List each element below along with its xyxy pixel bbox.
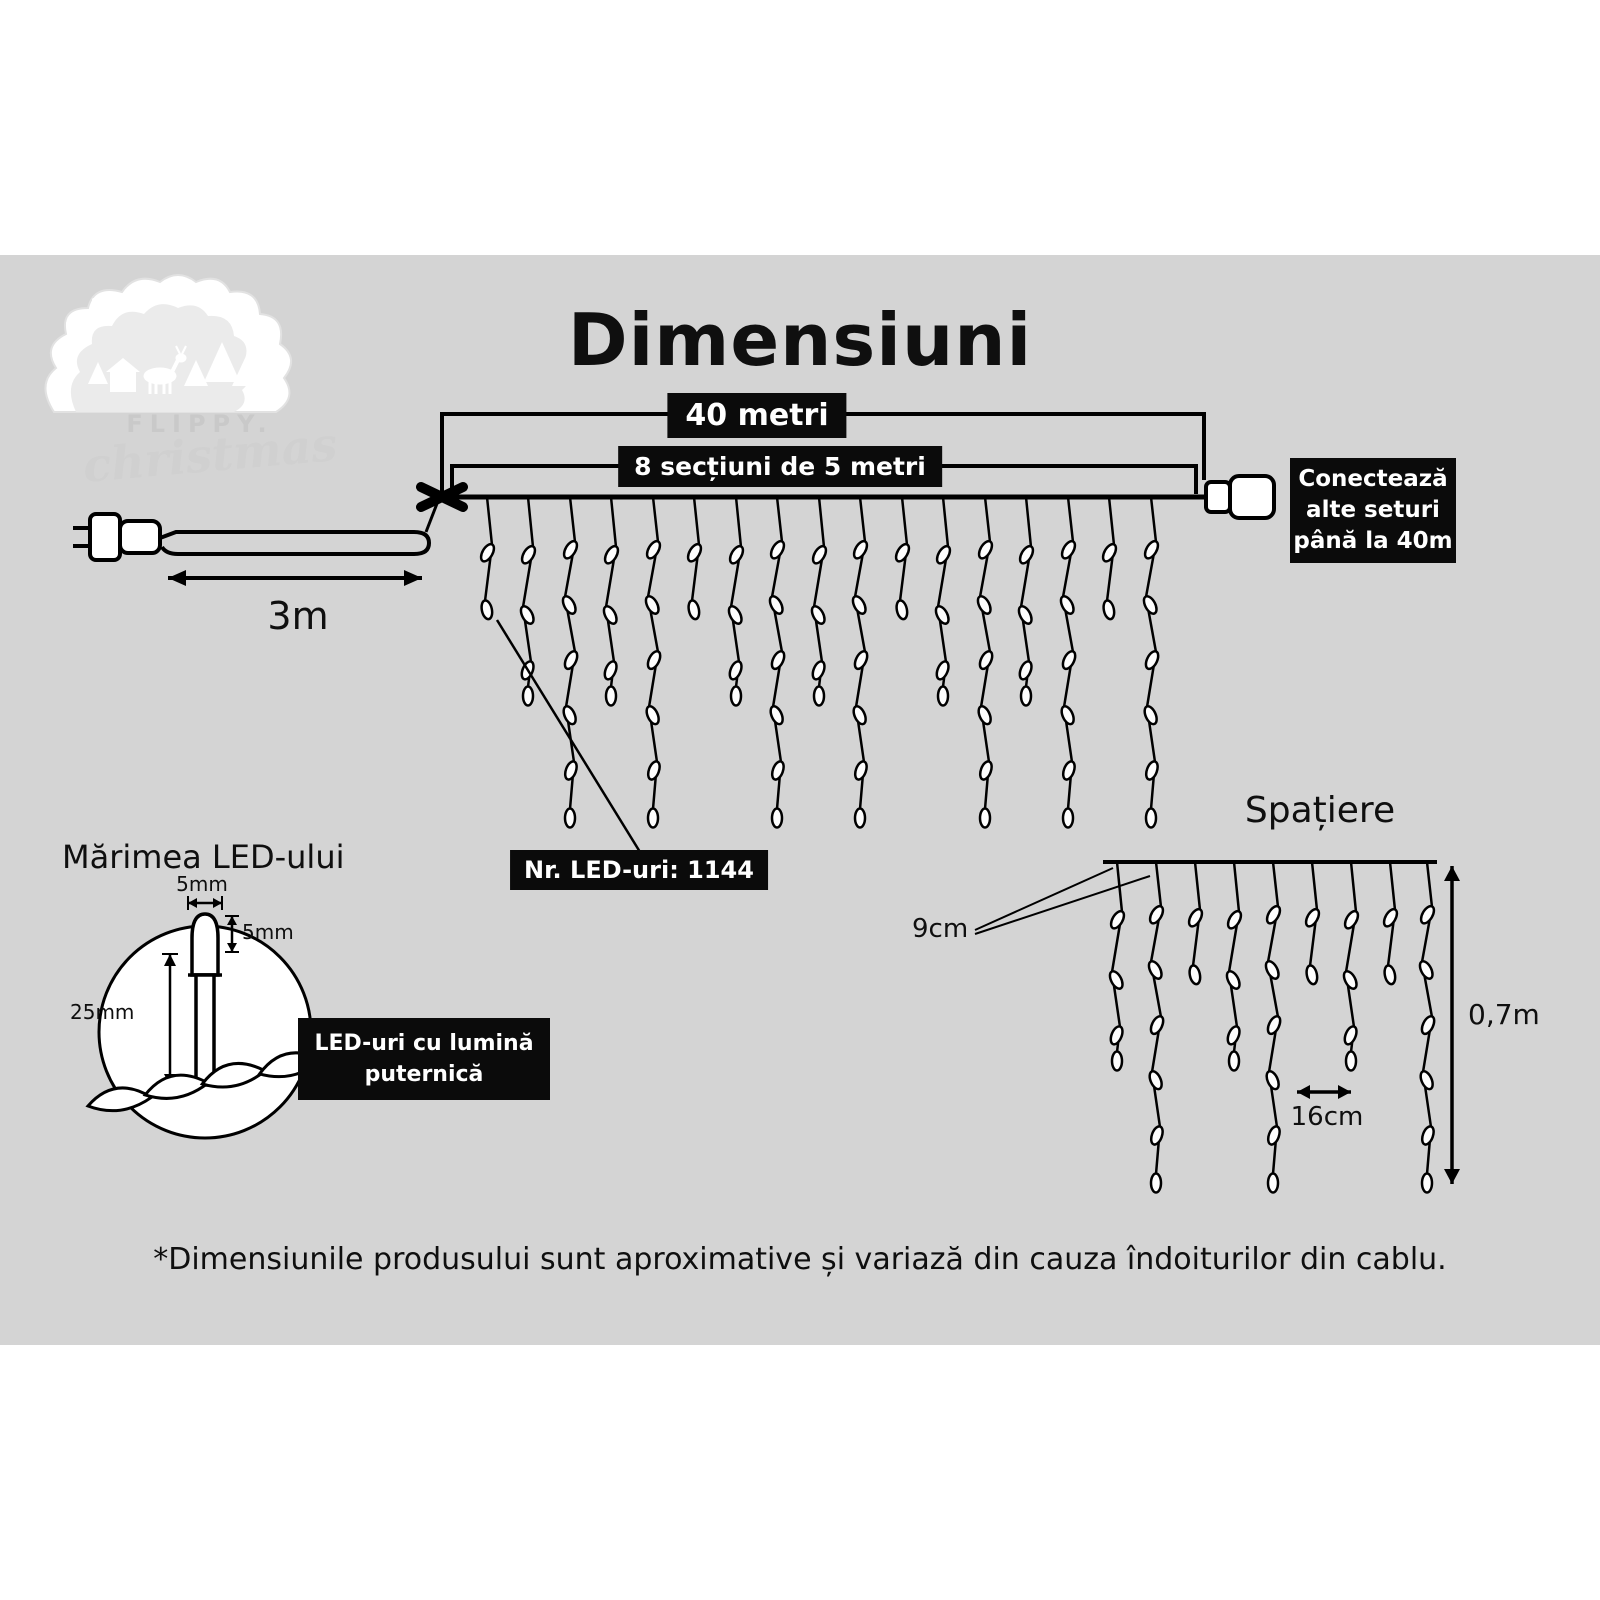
house-icon [106, 358, 140, 392]
star-icon [238, 306, 242, 310]
deer-icon [143, 345, 187, 394]
connect-note-label: Conectează alte seturi până la 40m [1290, 458, 1456, 563]
led-size-title: Mărimea LED-ului [62, 838, 345, 876]
top-spacing-label: 9cm [912, 914, 969, 944]
bulb-head-height-label: 5mm [242, 920, 294, 944]
logo-brand-text: FLIPPY. [126, 410, 274, 438]
tree-icon [232, 356, 260, 386]
led-count-label: Nr. LED-uri: 1144 [510, 850, 768, 890]
bottom-spacing-label: 16cm [1290, 1102, 1364, 1132]
tree-icon [184, 360, 208, 386]
moon-icon [66, 318, 78, 330]
star-icon [184, 288, 188, 292]
sections-label: 8 secțiuni de 5 metri [618, 446, 942, 487]
total-length-label: 40 metri [667, 393, 847, 438]
logo-artwork [44, 274, 292, 413]
page-title: Dimensiuni [567, 298, 1033, 382]
led-note-label: LED-uri cu lumină puternică [298, 1018, 550, 1100]
lead-length-label: 3m [267, 594, 329, 638]
tree-icon [204, 342, 240, 382]
spacing-title: Spațiere [1244, 790, 1396, 831]
star-icon [92, 298, 96, 302]
bulb-width-label: 5mm [176, 872, 228, 896]
bulb-total-height-label: 25mm [70, 1000, 135, 1024]
footer-disclaimer: *Dimensiunile produsului sunt aproximati… [153, 1242, 1447, 1277]
brand-logo: FLIPPY. christmas [36, 264, 346, 514]
drop-height-label: 0,7m [1468, 998, 1540, 1031]
tree-icon [88, 362, 108, 384]
